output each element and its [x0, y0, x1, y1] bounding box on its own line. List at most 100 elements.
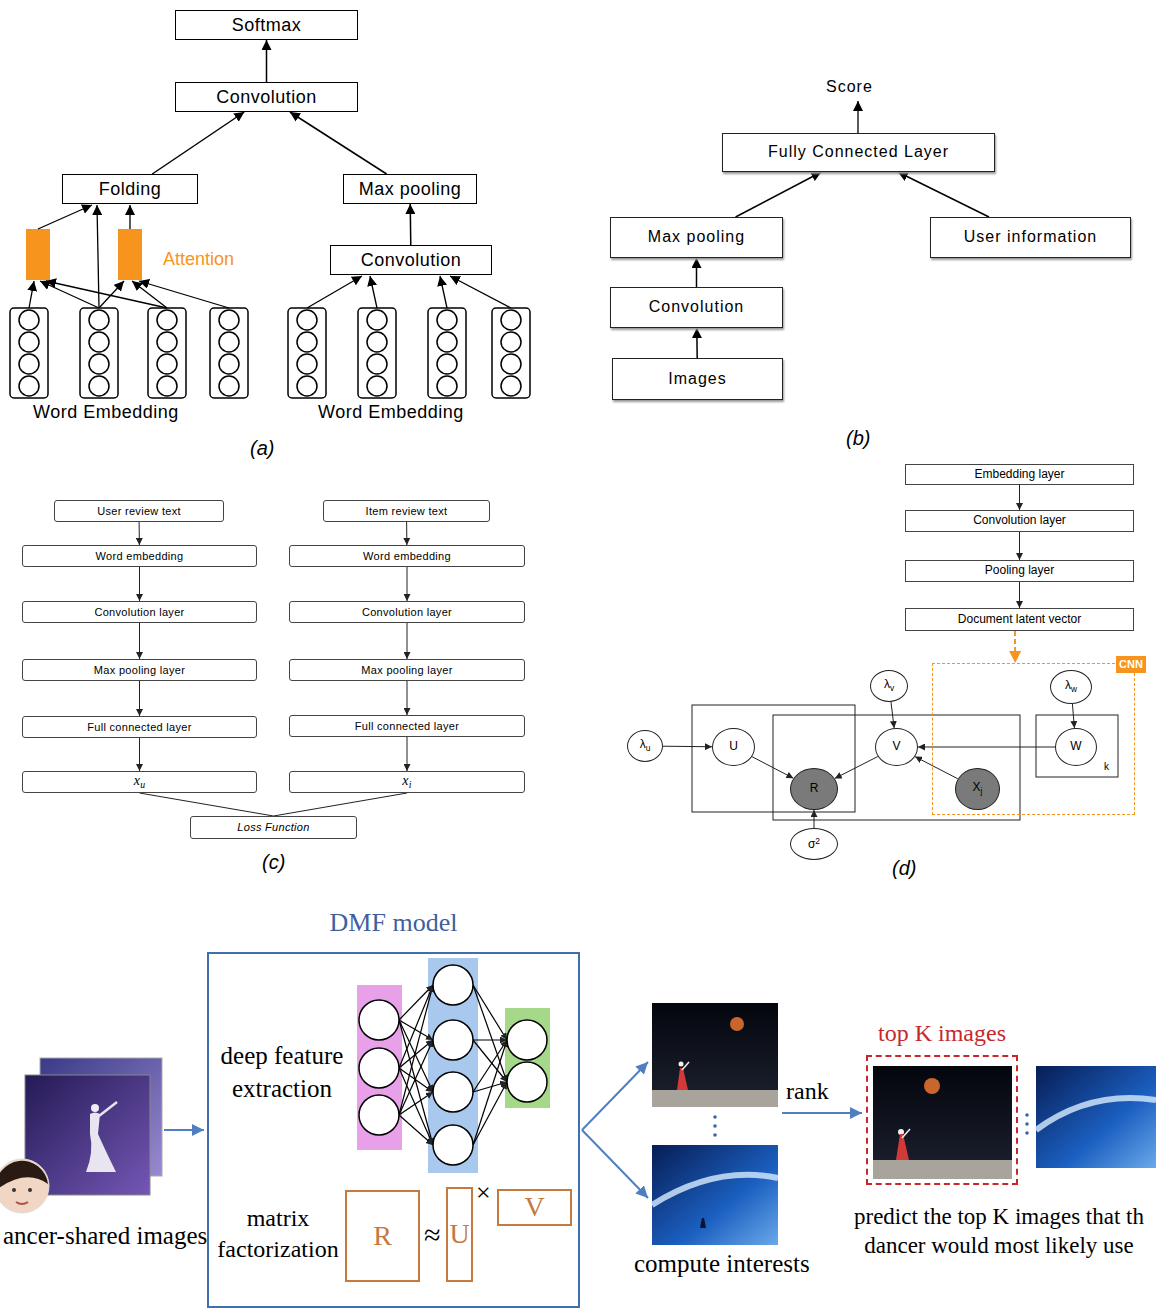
layer-box: Convolution	[610, 287, 783, 328]
symbol-index: j	[981, 786, 983, 796]
box-label: User review text	[97, 505, 181, 518]
connector	[407, 623, 408, 659]
layer-box: Images	[612, 358, 783, 400]
region-tag: CNN	[1116, 656, 1146, 673]
box-label: Convolution	[649, 298, 745, 316]
connector	[152, 112, 244, 174]
variable-node: λv	[870, 670, 908, 702]
box-label: U	[449, 1218, 469, 1250]
connector	[1019, 582, 1020, 608]
layer-box: Convolution	[330, 245, 492, 275]
box-label: Full connected layer	[87, 721, 191, 734]
box-label: Convolution	[216, 87, 317, 108]
connector	[406, 522, 407, 545]
variable-node: U	[712, 728, 755, 766]
box-label: Embedding layer	[974, 468, 1064, 482]
connector	[696, 328, 698, 358]
symbol: σ2	[808, 837, 820, 852]
symbol-index: u	[646, 743, 651, 753]
variable-node: Xj	[955, 768, 1000, 810]
symbol-base: X	[973, 780, 981, 794]
layer-box: U	[446, 1187, 472, 1282]
box-label: Full connected layer	[355, 720, 459, 733]
box-label: Convolution layer	[362, 606, 452, 619]
symbol-base: x	[134, 773, 141, 788]
box-label: Images	[668, 370, 726, 388]
symbol-index: i	[409, 779, 412, 790]
text-label: (b)	[846, 427, 870, 450]
connector	[736, 172, 822, 217]
symbol: λw	[1065, 679, 1077, 694]
region-box: top K images	[866, 1055, 1018, 1185]
attention-block	[26, 229, 142, 280]
layer-box: Embedding layer	[905, 464, 1134, 485]
box-label: Folding	[99, 179, 162, 200]
layer-box: User information	[930, 217, 1131, 258]
connector	[814, 810, 815, 828]
layer-box: Item review text	[323, 500, 490, 522]
symbol-index: w	[1071, 684, 1077, 694]
box-label: U	[729, 740, 738, 754]
connector	[409, 204, 411, 245]
symbol: λv	[884, 678, 894, 693]
layer-box: xi	[289, 771, 525, 793]
text-label: (a)	[250, 437, 274, 460]
dancer-photos	[0, 1058, 162, 1213]
box-label: Convolution	[361, 250, 462, 271]
variable-node: R	[790, 768, 838, 810]
connector	[752, 757, 793, 779]
connector	[274, 793, 408, 816]
text-label: rank	[786, 1078, 829, 1106]
connector	[139, 567, 140, 601]
box-label: Max pooling layer	[361, 664, 452, 677]
symbol-base: σ	[808, 837, 815, 851]
text-label: Score	[826, 78, 873, 96]
layer-box: Folding	[62, 174, 198, 204]
text-label: Attention	[163, 249, 234, 270]
text-label: (d)	[892, 857, 916, 880]
box-label: Convolution layer	[973, 514, 1066, 528]
variable-node: V	[875, 728, 918, 766]
layer-box: xu	[22, 771, 257, 793]
box-label: Max pooling	[359, 179, 462, 200]
connector	[696, 258, 698, 287]
text-label: compute interests	[634, 1250, 810, 1279]
region-box: CNNλwWXj	[932, 663, 1135, 815]
symbol-index: v	[890, 683, 894, 693]
variable-node: λu	[627, 730, 663, 762]
layer-box: Document latent vector	[905, 608, 1134, 631]
layer-box: Convolution layer	[289, 601, 525, 623]
connector	[891, 702, 894, 728]
box-label: Convolution layer	[94, 606, 184, 619]
text-label: predict the top K images that th dancer …	[846, 1203, 1152, 1261]
connector	[1072, 704, 1074, 728]
text-label: matrix factorization	[212, 1203, 344, 1265]
layer-box: Max pooling	[343, 174, 477, 204]
connector	[1019, 485, 1020, 510]
layer-box: Convolution layer	[905, 510, 1134, 532]
text-label: (c)	[262, 851, 285, 874]
box-label: Softmax	[232, 15, 302, 36]
connector	[266, 40, 268, 82]
box-label: R	[810, 782, 819, 796]
layer-box: Convolution	[175, 82, 358, 112]
box-label: Word embedding	[363, 550, 451, 563]
flow-arrow	[164, 1129, 204, 1131]
text-label: ×	[476, 1178, 491, 1208]
box-label: Max pooling layer	[94, 664, 185, 677]
box-label: Max pooling	[648, 228, 745, 246]
connector	[835, 756, 878, 778]
layer-box: User review text	[54, 500, 224, 522]
connector	[139, 522, 140, 545]
layer-box: V	[497, 1189, 572, 1225]
symbol-base: x	[402, 773, 409, 788]
region-heading: top K images	[828, 1020, 1056, 1047]
symbol: Xj	[973, 781, 983, 796]
symbol: xi	[402, 773, 412, 790]
layer-box: Softmax	[175, 10, 358, 40]
text-label: k	[1104, 761, 1109, 773]
symbol-base: λ	[884, 677, 890, 691]
layer-box: Pooling layer	[905, 560, 1134, 582]
connector	[139, 681, 140, 716]
layer-box: Loss Function	[190, 816, 357, 839]
